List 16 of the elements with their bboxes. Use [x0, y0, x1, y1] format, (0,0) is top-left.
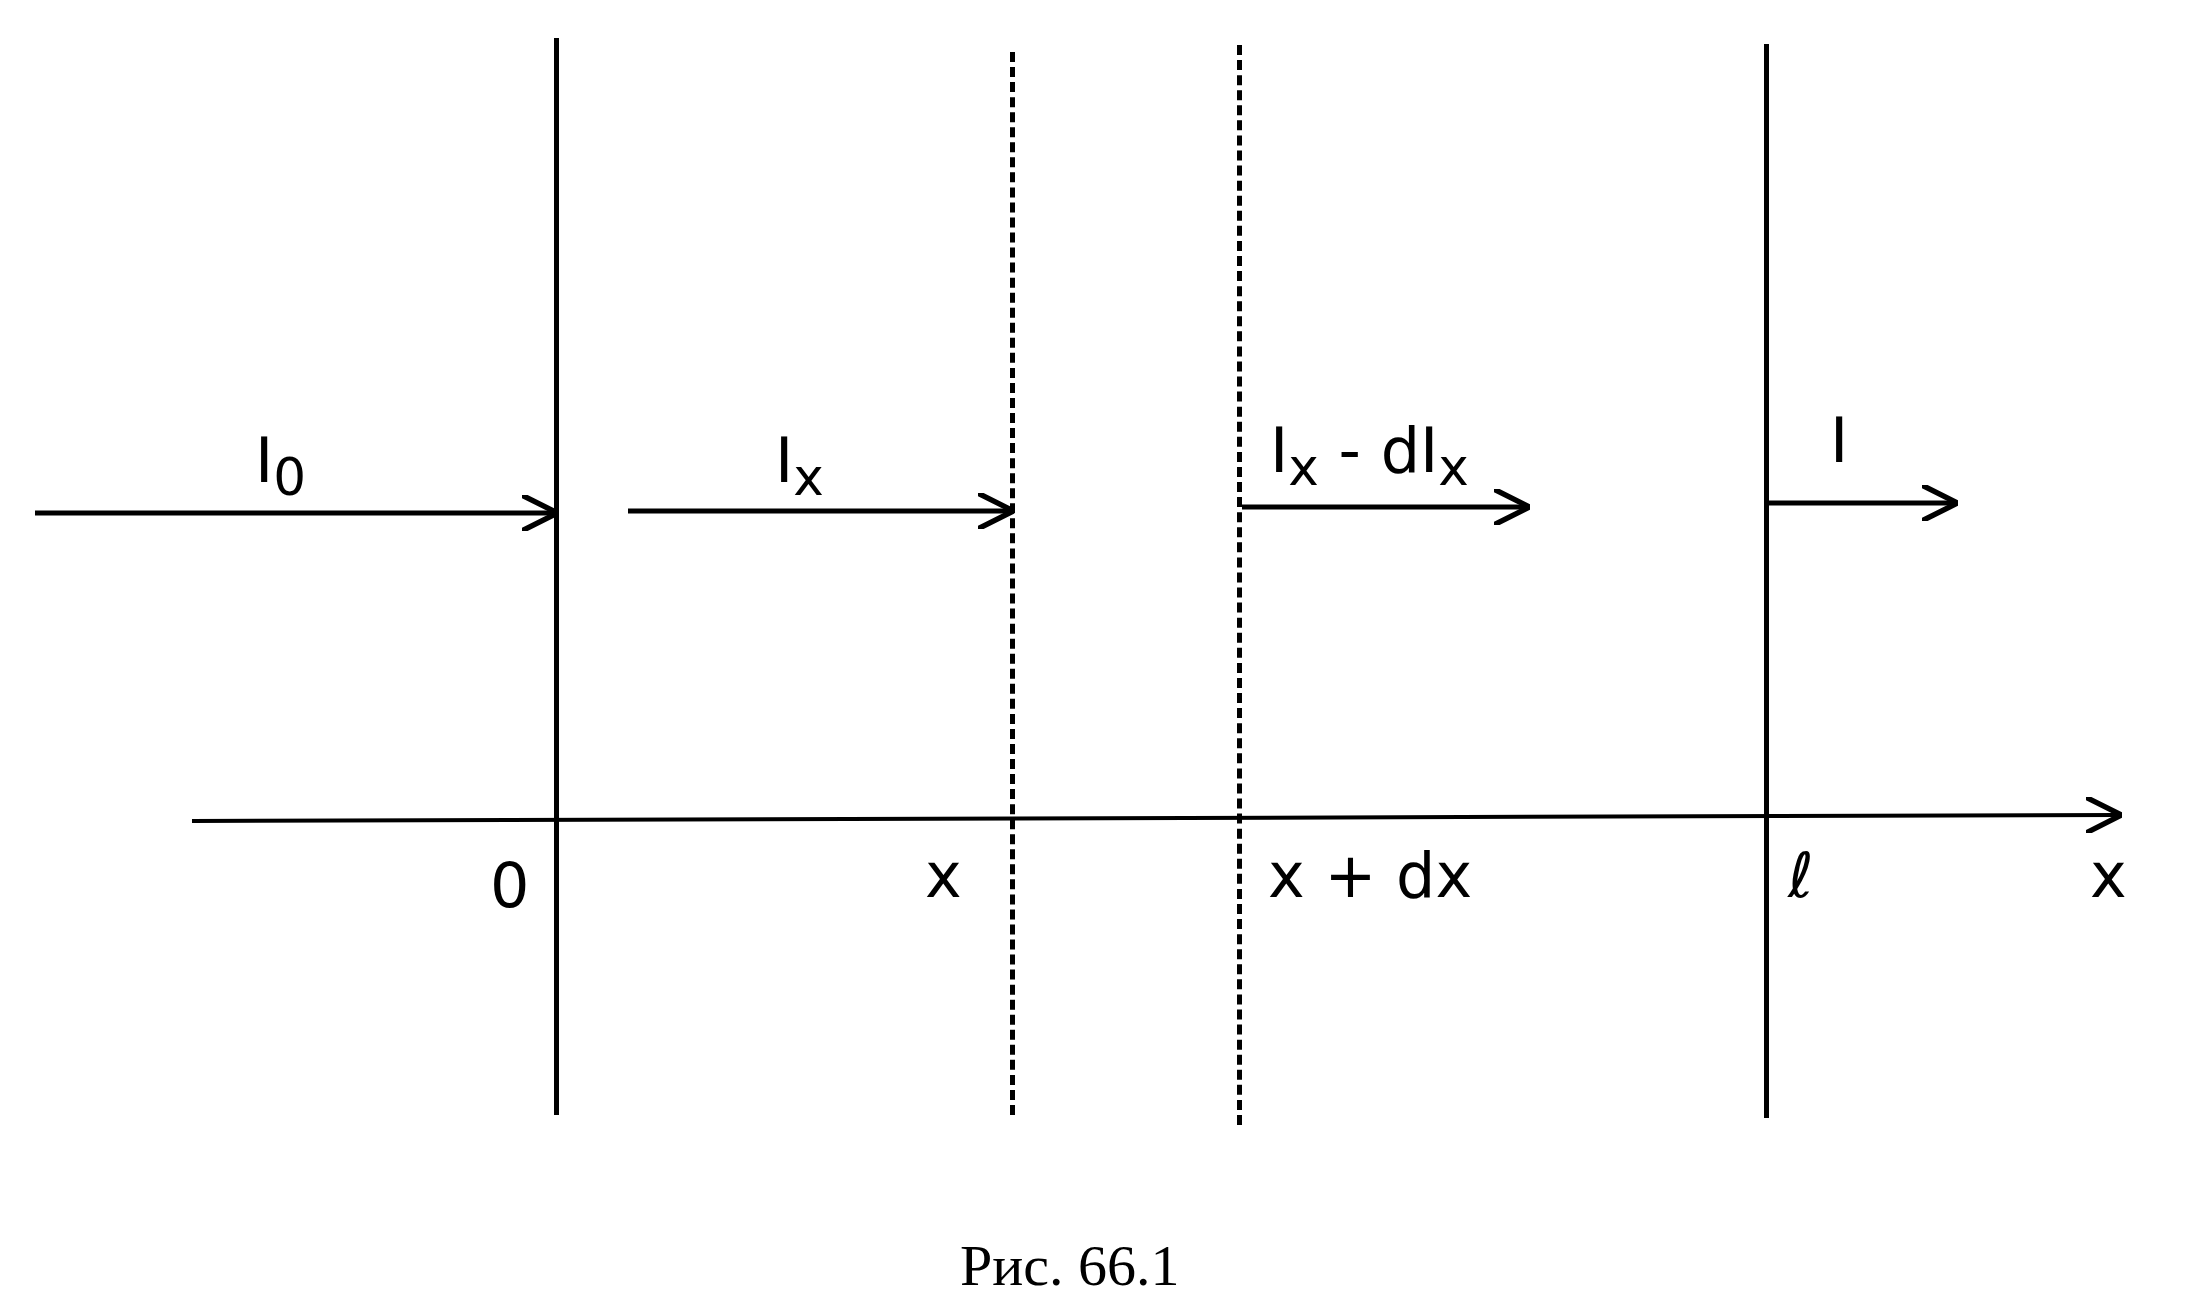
- tick-label: x: [925, 845, 962, 907]
- dashed-line: [1010, 52, 1015, 1115]
- axis-label: x: [2090, 845, 2127, 907]
- edge-label: I: [1830, 410, 1849, 472]
- boundary-line: [1764, 44, 1769, 1118]
- arrow: [1769, 482, 1961, 524]
- edge-label: I$_{0}$: [255, 430, 307, 505]
- tick-label: ℓ: [1788, 845, 1814, 907]
- edge-label: I$_{x}$: [775, 430, 824, 505]
- boundary-line: [554, 38, 559, 1115]
- tick-label: 0: [490, 855, 530, 917]
- dashed-line: [1237, 45, 1242, 1125]
- edge-label: I$_{x}$ - dI$_{x}$: [1270, 420, 1469, 495]
- arrow: [1242, 486, 1533, 528]
- tick-label: x + dx: [1268, 845, 1473, 907]
- caption: Рис. 66.1: [960, 1232, 1180, 1299]
